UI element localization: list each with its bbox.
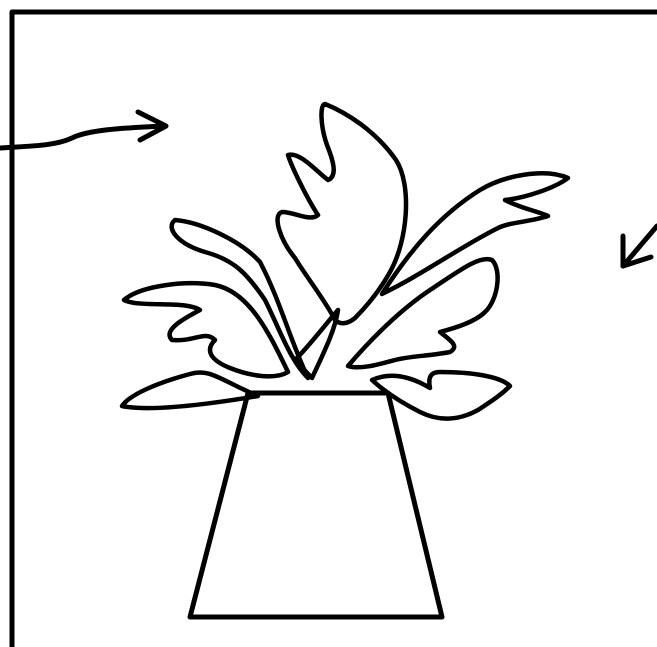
- leaf: [121, 281, 291, 379]
- leaf: [169, 217, 311, 381]
- frame-border: [9, 9, 657, 647]
- pot: [187, 390, 445, 620]
- leaf: [379, 171, 571, 297]
- leaf: [119, 370, 261, 411]
- leaf: [275, 101, 409, 326]
- leaf: [292, 307, 341, 381]
- arrow-left-icon: [0, 109, 169, 151]
- leaf: [345, 256, 500, 370]
- arrow-right-icon: [620, 223, 657, 269]
- leaf-cluster: [119, 101, 571, 421]
- leaf: [369, 369, 513, 421]
